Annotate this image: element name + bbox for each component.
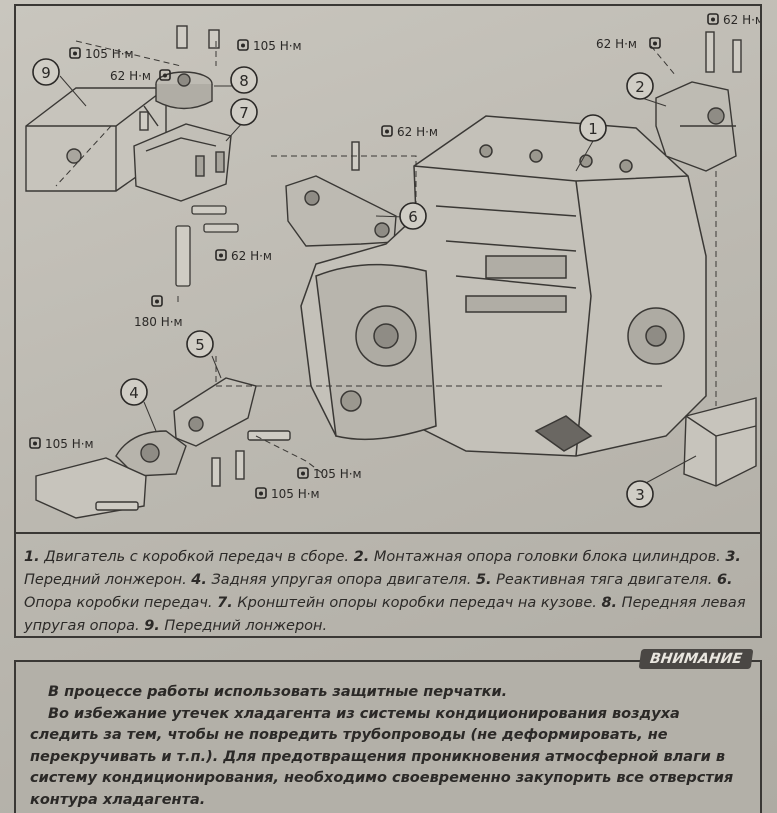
torque-105-top-left: 105 Н·м (69, 47, 134, 61)
svg-text:62 Н·м: 62 Н·м (596, 37, 637, 51)
caption-num-4: 4. (191, 572, 207, 588)
svg-text:3: 3 (635, 486, 645, 504)
torque-105-bottom-left: 105 Н·м (29, 437, 94, 451)
torque-105-bottom-low: 105 Н·м (255, 487, 320, 501)
caption-text-1: Двигатель с коробкой передач в сборе. (39, 549, 354, 565)
torque-62-mid: 62 Н·м (381, 125, 438, 139)
warning-badge: ВНИМАНИЕ (638, 649, 754, 669)
warning-box: ВНИМАНИЕ В процессе работы использовать … (14, 649, 762, 813)
caption-num-3: 3. (725, 549, 741, 565)
svg-text:62 Н·м: 62 Н·м (397, 125, 438, 139)
caption-num-2: 2. (353, 549, 370, 565)
svg-text:6: 6 (408, 208, 418, 226)
caption-text-4: Задняя упругая опора двигателя. (206, 572, 476, 588)
caption-text-3: Передний лонжерон. (24, 572, 192, 588)
callout-7: 7 (230, 98, 258, 126)
warning-paragraph-1: В процессе работы использовать защитные … (48, 684, 508, 700)
part-8-front-left-mount (155, 25, 220, 110)
svg-text:5: 5 (195, 336, 205, 354)
bottom-plate (35, 457, 147, 519)
part-3-side-member (683, 397, 757, 487)
svg-text:105 Н·м: 105 Н·м (313, 467, 362, 481)
bolts-left (175, 205, 239, 287)
part-6-gearbox-support (285, 141, 397, 247)
torque-180: 180 Н·м (134, 295, 183, 329)
svg-text:1: 1 (588, 120, 598, 138)
torque-62-lower-left: 62 Н·м (215, 249, 272, 263)
torque-105-top-mid: 105 Н·м (237, 39, 302, 53)
caption-text-9: Передний лонжерон. (159, 618, 328, 634)
caption-text-2: Монтажная опора головки блока цилиндров. (369, 549, 726, 565)
svg-text:105 Н·м: 105 Н·м (271, 487, 320, 501)
callout-5: 5 (186, 330, 214, 358)
torque-62-right-b: 62 Н·м (596, 37, 661, 51)
leader-lines (59, 75, 697, 485)
part-1-engine-assembly (300, 115, 707, 457)
torque-105-bottom-mid: 105 Н·м (297, 467, 362, 481)
svg-text:105 Н·м: 105 Н·м (253, 39, 302, 53)
caption-text-6: Опора коробки передач. (24, 595, 218, 611)
caption-num-7: 7. (217, 595, 233, 611)
svg-text:7: 7 (239, 104, 249, 122)
svg-text:62 Н·м: 62 Н·м (231, 249, 272, 263)
part-5-reaction-rod (173, 377, 291, 487)
torque-62-right-a: 62 Н·м (707, 13, 760, 27)
svg-text:105 Н·м: 105 Н·м (45, 437, 94, 451)
part-7-bracket (133, 105, 232, 202)
svg-text:105 Н·м: 105 Н·м (85, 47, 134, 61)
svg-text:62 Н·м: 62 Н·м (723, 13, 760, 27)
warning-text: В процессе работы использовать защитные … (30, 682, 750, 811)
caption-text-8: Передняя левая упругая опора. (24, 595, 746, 634)
svg-text:8: 8 (239, 72, 249, 90)
part-4-rear-mount (115, 430, 187, 477)
caption-num-9: 9. (144, 618, 160, 634)
callout-9: 9 (32, 58, 60, 86)
figure-frame: 1 2 3 4 5 6 7 (14, 4, 762, 638)
part-2-head-support (655, 31, 742, 172)
svg-text:9: 9 (41, 64, 51, 82)
callout-4: 4 (120, 378, 148, 406)
caption-text-7: Кронштейн опоры коробки передач на кузов… (232, 595, 602, 611)
engine-mount-diagram: 1 2 3 4 5 6 7 (25, 13, 760, 519)
caption-num-6: 6. (716, 572, 733, 588)
caption-divider (16, 532, 760, 534)
callout-8: 8 (230, 66, 258, 94)
svg-text:180 Н·м: 180 Н·м (134, 315, 183, 329)
svg-text:2: 2 (635, 78, 645, 96)
callout-2: 2 (626, 72, 654, 100)
svg-text:4: 4 (129, 384, 139, 402)
callout-6: 6 (399, 202, 427, 230)
callout-3: 3 (626, 480, 654, 508)
torque-62-left: 62 Н·м (110, 69, 171, 83)
svg-text:62 Н·м: 62 Н·м (110, 69, 151, 83)
caption-num-1: 1. (24, 549, 40, 565)
callout-1: 1 (579, 114, 607, 142)
caption-num-5: 5. (475, 572, 492, 588)
warning-paragraph-2: Во избежание утечек хладагента из систем… (30, 705, 734, 808)
caption-text-5: Реактивная тяга двигателя. (491, 572, 717, 588)
caption-num-8: 8. (601, 595, 618, 611)
figure-caption: 1. Двигатель с коробкой передач в сборе.… (24, 546, 752, 638)
